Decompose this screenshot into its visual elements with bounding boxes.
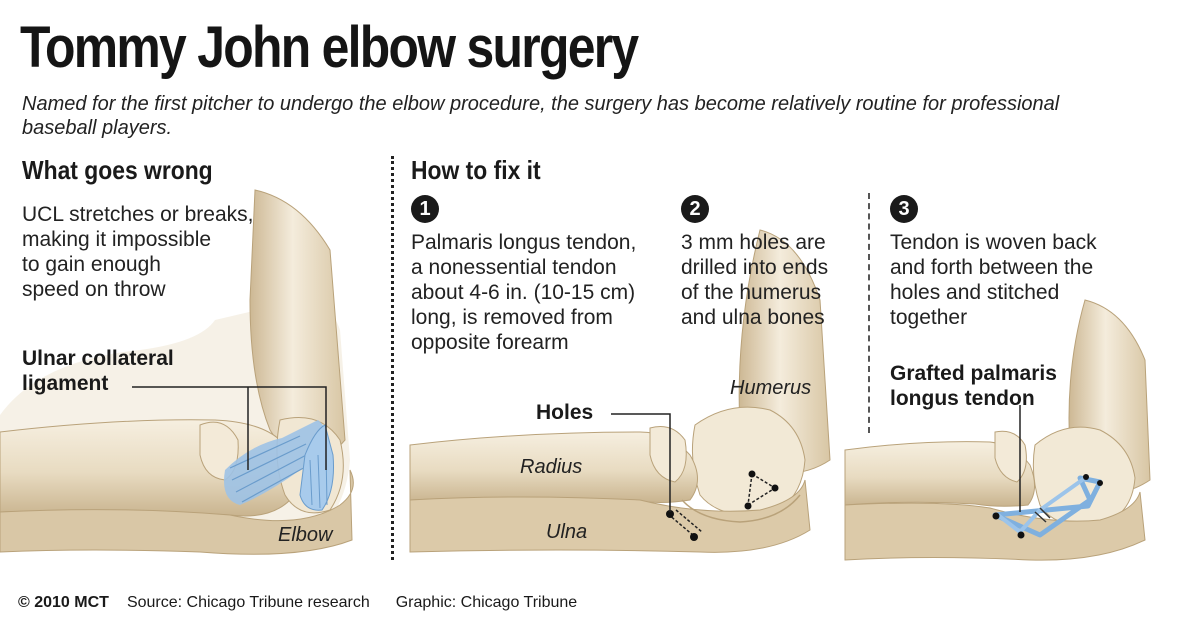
elbow-label: Elbow — [278, 524, 333, 546]
source-credit: Source: Chicago Tribune research — [126, 594, 370, 611]
right-elbow-drawing — [844, 299, 1151, 561]
step-2-text: 3 mm holes are drilled into ends of the … — [681, 231, 829, 329]
step-1-number: 1 — [411, 195, 439, 223]
how-to-fix-heading: How to fix it — [411, 155, 541, 185]
copyright: © 2010 MCT — [18, 594, 109, 611]
ligament-label: Ulnar collateral ligament — [22, 347, 174, 395]
drilled-holes — [666, 470, 779, 541]
holes-label: Holes — [536, 401, 594, 424]
graphic-credit: Graphic: Chicago Tribune — [395, 594, 578, 611]
step-2-number: 2 — [681, 195, 709, 223]
middle-elbow-drawing — [409, 229, 831, 553]
ligament-pointer-lines — [132, 386, 327, 470]
what-goes-wrong-text: UCL stretches or breaks, making it impos… — [22, 203, 254, 301]
radius-label: Radius — [520, 456, 583, 478]
page-title: Tommy John elbow surgery — [20, 15, 639, 80]
step-divider — [868, 193, 870, 433]
step-1-text: Palmaris longus tendon, a nonessential t… — [411, 231, 637, 354]
what-goes-wrong-heading: What goes wrong — [22, 155, 213, 185]
section-divider — [391, 156, 394, 560]
step-3-text: Tendon is woven back and forth between t… — [890, 231, 1097, 329]
humerus-label: Humerus — [730, 377, 812, 399]
step-3-number: 3 — [890, 195, 918, 223]
grafted-tendon-label: Grafted palmaris longus tendon — [890, 362, 1057, 410]
grafted-tendon — [992, 474, 1103, 539]
holes-pointer-line — [611, 413, 671, 512]
ulnar-collateral-ligament — [224, 420, 334, 511]
credits-footer: © 2010 MCT Source: Chicago Tribune resear… — [18, 594, 577, 612]
page-subtitle: Named for the first pitcher to undergo t… — [22, 93, 1060, 139]
ulna-label: Ulna — [546, 521, 588, 543]
